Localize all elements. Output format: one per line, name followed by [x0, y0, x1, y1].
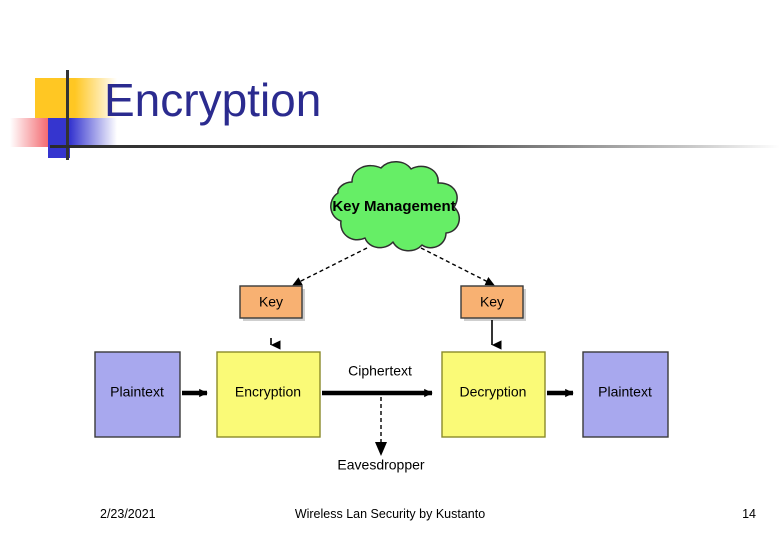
- edge-cloud-to-key-left: [292, 247, 368, 286]
- footer-page-number: 14: [742, 507, 756, 521]
- decoration-yellow-square: [35, 78, 75, 118]
- footer-date: 2/23/2021: [100, 507, 156, 521]
- label-ciphertext: Ciphertext: [348, 363, 412, 379]
- page-title: Encryption: [104, 74, 322, 126]
- node-plaintext-left-label: Plaintext: [110, 384, 164, 400]
- footer-subtitle: Wireless Lan Security by Kustanto: [294, 507, 486, 521]
- node-key-management-cloud: Key Management: [330, 161, 461, 252]
- node-key-left-label: Key: [259, 294, 283, 310]
- node-key-left: Key: [239, 285, 305, 321]
- node-decryption-label: Decryption: [460, 384, 527, 400]
- decoration-blue-square: [48, 118, 70, 158]
- encryption-flow-diagram: Key Management Key Key Plaintext Encrypt…: [0, 160, 780, 490]
- node-encryption-label: Encryption: [235, 384, 301, 400]
- edge-cloud-to-key-right: [420, 247, 495, 286]
- node-key-management-label: Key Management: [332, 198, 455, 215]
- node-plaintext-left: Plaintext: [94, 351, 181, 438]
- decoration-blue-gradient: [70, 118, 117, 147]
- slide-footer: 2/23/2021 Wireless Lan Security by Kusta…: [0, 503, 780, 533]
- node-key-right: Key: [460, 285, 526, 321]
- title-underline-rule: [50, 145, 780, 148]
- decoration-yellow-gradient: [75, 78, 117, 118]
- node-plaintext-right: Plaintext: [582, 351, 669, 438]
- slide-title-area: Encryption: [0, 0, 780, 165]
- node-key-right-label: Key: [480, 294, 504, 310]
- decoration-vertical-rule: [66, 70, 69, 160]
- label-eavesdropper: Eavesdropper: [337, 457, 425, 473]
- node-encryption: Encryption: [216, 351, 321, 438]
- node-plaintext-right-label: Plaintext: [598, 384, 652, 400]
- eavesdropper-arrowhead: [375, 442, 387, 456]
- node-decryption: Decryption: [441, 351, 546, 438]
